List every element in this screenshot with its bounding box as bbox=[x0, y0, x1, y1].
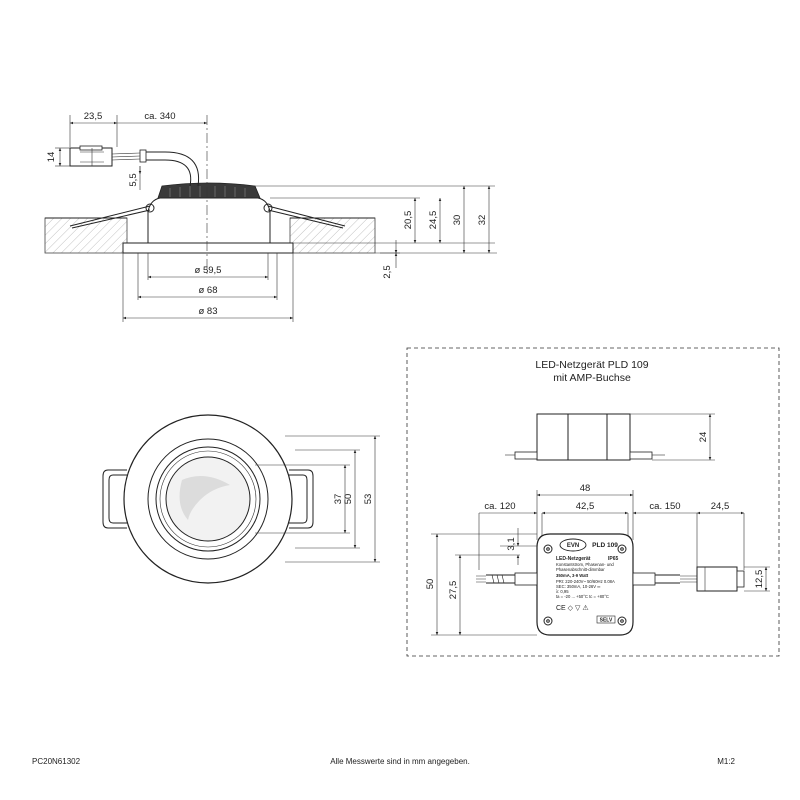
label-line7: ta = -20 ... +50°C tc = +80°C bbox=[556, 594, 609, 599]
amp-plug bbox=[696, 566, 738, 592]
label-line2: Phasenabschnitt-dimmbar bbox=[556, 567, 605, 572]
dim-width-42-5: 42,5 bbox=[576, 501, 595, 512]
spring-right bbox=[267, 205, 346, 229]
label-marks: CE ◇ ▽ ⚠ bbox=[556, 604, 589, 612]
plug bbox=[69, 147, 113, 167]
dim-offset: 3,1 bbox=[506, 537, 517, 550]
dim-d-outer: ø 83 bbox=[198, 306, 217, 317]
cable bbox=[140, 159, 192, 187]
dim-h-37: 37 bbox=[333, 494, 344, 505]
housing bbox=[147, 197, 271, 243]
tab-left bbox=[102, 469, 127, 529]
ceiling-left bbox=[44, 217, 128, 254]
label-type: LED-Netzgerät bbox=[556, 556, 591, 562]
dim-plug-height: 14 bbox=[46, 152, 57, 163]
dim-height-50: 50 bbox=[425, 579, 436, 590]
tab-right bbox=[289, 469, 314, 529]
label-ip: IP65 bbox=[608, 556, 619, 562]
label-selv: SELV bbox=[600, 618, 613, 624]
driver-side bbox=[536, 413, 631, 461]
dim-flange: 2,5 bbox=[382, 265, 393, 278]
dim-plug-offset: 5,5 bbox=[128, 173, 139, 186]
dim-height-27-5: 27,5 bbox=[448, 581, 459, 600]
dim-driver-height: 24 bbox=[698, 432, 709, 443]
dim-cable-len: ca. 340 bbox=[144, 111, 175, 122]
dim-h-24-5: 24,5 bbox=[428, 211, 439, 230]
dim-d-inner: ø 59,5 bbox=[195, 265, 222, 276]
dim-cable-right: ca. 150 bbox=[649, 501, 680, 512]
side-view: 23,5 ca. 340 14 5,5 ø 59,5 ø 68 ø 83 20,… bbox=[44, 111, 497, 322]
dim-d-mid: ø 68 bbox=[198, 285, 217, 296]
spring-left bbox=[69, 205, 151, 229]
label-line5: SEC: 350mA, 10-26V ═ bbox=[556, 584, 600, 589]
dim-plug-len: 24,5 bbox=[711, 501, 730, 512]
dim-h-53: 53 bbox=[363, 494, 374, 505]
driver-frame bbox=[406, 347, 780, 657]
label-brand: EVN bbox=[567, 543, 579, 549]
label-line4: PRI: 220-240V~ 50/60Hz 0.08A bbox=[556, 579, 615, 584]
dim-cable-left: ca. 120 bbox=[484, 501, 515, 512]
driver-title-2: mit AMP-Buchse bbox=[553, 372, 631, 384]
dim-h-20-5: 20,5 bbox=[403, 211, 414, 230]
label-line6: λ: 0,95 bbox=[556, 589, 569, 594]
label-line1: Konstantstrom, Phasenan- und bbox=[556, 562, 614, 567]
driver-front bbox=[536, 533, 634, 636]
flange bbox=[122, 242, 294, 254]
label-line3: 350mA, 3-9 Watt bbox=[556, 573, 589, 578]
ceiling-right bbox=[289, 217, 376, 254]
dim-plug-h: 12,5 bbox=[754, 570, 765, 589]
driver-title-1: LED-Netzgerät PLD 109 bbox=[535, 359, 648, 371]
dim-h-30: 30 bbox=[452, 215, 463, 226]
footer-code: PC20N61302 bbox=[32, 757, 81, 766]
lens bbox=[165, 456, 251, 542]
dim-width-48: 48 bbox=[580, 483, 591, 494]
top-view: 37 50 53 bbox=[102, 414, 380, 584]
dim-h-32: 32 bbox=[477, 215, 488, 226]
dim-h-50: 50 bbox=[343, 494, 354, 505]
dim-cable-plug-len: 23,5 bbox=[84, 111, 103, 122]
footer-scale: M1:2 bbox=[717, 757, 735, 766]
driver-panel: LED-Netzgerät PLD 109 mit AMP-Buchse 24 … bbox=[406, 347, 780, 657]
footer-note: Alle Messwerte sind in mm angegeben. bbox=[330, 757, 470, 766]
label-model: PLD 109 bbox=[592, 542, 618, 549]
